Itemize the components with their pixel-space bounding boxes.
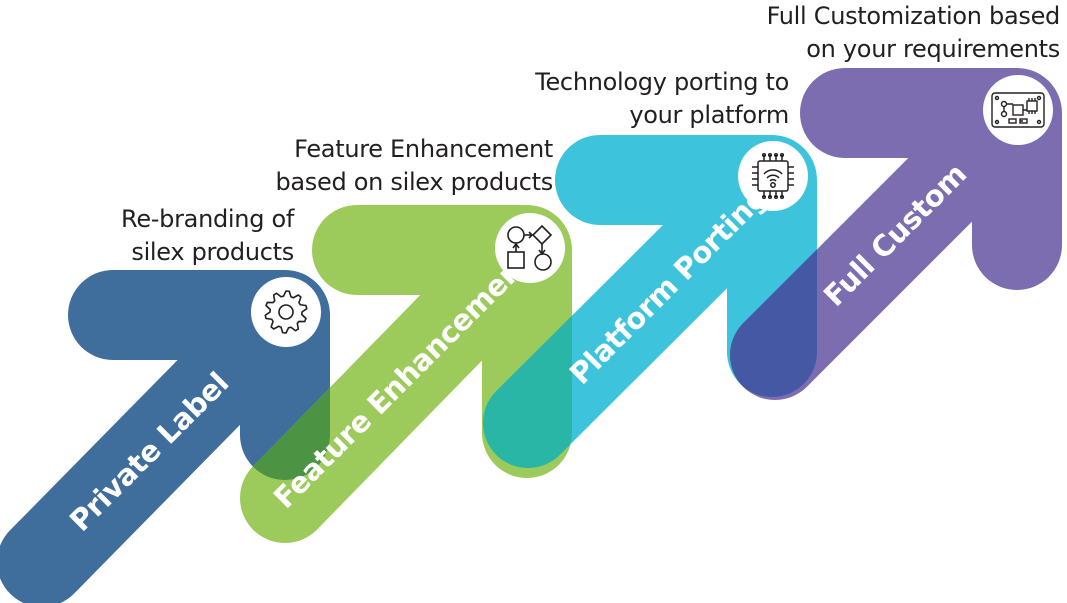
caption-line: silex products: [131, 238, 294, 266]
wifi-chip-icon: [738, 141, 808, 211]
caption-feature-enhancement: Feature Enhancement based on silex produ…: [275, 133, 553, 199]
caption-line: on your requirements: [806, 35, 1060, 63]
caption-platform-porting: Technology porting to your platform: [535, 66, 789, 132]
step-arrow-private-label: [0, 270, 330, 603]
caption-full-custom: Full Customization based on your require…: [766, 0, 1061, 66]
caption-line: Re-branding of: [121, 205, 294, 233]
circuit-board-icon: [983, 75, 1053, 145]
caption-line: Technology porting to: [535, 68, 789, 96]
caption-line: your platform: [629, 101, 789, 129]
gear-icon: [251, 277, 321, 347]
flowchart-icon: [495, 213, 565, 283]
overlap-cyan-purple: [730, 135, 817, 400]
overlap-blue-green: [240, 270, 331, 543]
caption-line: based on silex products: [275, 168, 553, 196]
caption-line: Full Customization based: [766, 2, 1061, 30]
caption-line: Feature Enhancement: [294, 135, 553, 163]
caption-private-label: Re-branding of silex products: [121, 203, 294, 269]
overlap-green-cyan: [483, 205, 573, 468]
